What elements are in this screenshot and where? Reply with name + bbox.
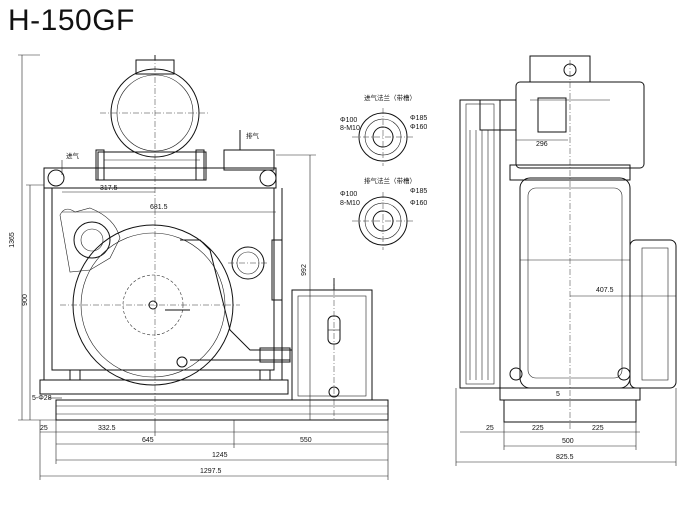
dim-645: 645	[142, 437, 154, 444]
outlet-bolts: 8-M10	[340, 200, 360, 207]
front-view: 1365 900 992 317.5 681.5 排气 进气 5-Φ28 25 …	[9, 54, 389, 480]
outlet-flange-detail: 排气法兰（带槽） Φ100 8-M10 Φ185 Φ160	[340, 176, 427, 250]
dim-681: 681.5	[150, 204, 168, 211]
intake-label: 进气	[66, 151, 80, 160]
side-dim-25: 25	[486, 425, 494, 432]
dim-1297: 1297.5	[200, 468, 222, 475]
outlet-flange-title: 排气法兰（带槽）	[364, 176, 416, 185]
dim-992: 992	[301, 264, 308, 276]
dim-25: 25	[40, 425, 48, 432]
side-dim-225a: 225	[532, 425, 544, 432]
dim-5: 5	[556, 391, 560, 398]
dim-407: 407.5	[596, 287, 614, 294]
inlet-d185: Φ185	[410, 115, 427, 122]
side-dim-825: 825.5	[556, 454, 574, 461]
inlet-flange-title: 进气法兰（带槽）	[364, 93, 416, 102]
oil-tank	[291, 289, 373, 401]
exhaust-label: 排气	[246, 131, 260, 140]
inlet-d100: Φ100	[340, 117, 357, 124]
inlet-bolts: 8-M10	[340, 125, 360, 132]
side-dim-225b: 225	[592, 425, 604, 432]
inlet-flange-detail: 进气法兰（带槽） Φ100 8-M10 Φ185 Φ160	[340, 93, 427, 166]
side-view: 296 407.5 5 25 225 225 500 825.5	[455, 55, 677, 466]
side-pump-body	[519, 177, 631, 389]
dim-317: 317.5	[100, 185, 118, 192]
outlet-d185: Φ185	[410, 188, 427, 195]
dim-550: 550	[300, 437, 312, 444]
side-dim-500: 500	[562, 438, 574, 445]
outlet-d160: Φ160	[410, 200, 427, 207]
outlet-d100: Φ100	[340, 191, 357, 198]
dim-1365: 1365	[9, 232, 16, 248]
drawing-title: H-150GF	[8, 4, 135, 37]
dim-1245: 1245	[212, 452, 228, 459]
side-motor	[515, 81, 645, 169]
dim-296: 296	[536, 141, 548, 148]
inlet-d160: Φ160	[410, 124, 427, 131]
dim-900: 900	[22, 294, 29, 306]
base-frame	[55, 399, 389, 421]
dim-332: 332.5	[98, 425, 116, 432]
anchor-holes-label: 5-Φ28	[32, 395, 52, 402]
